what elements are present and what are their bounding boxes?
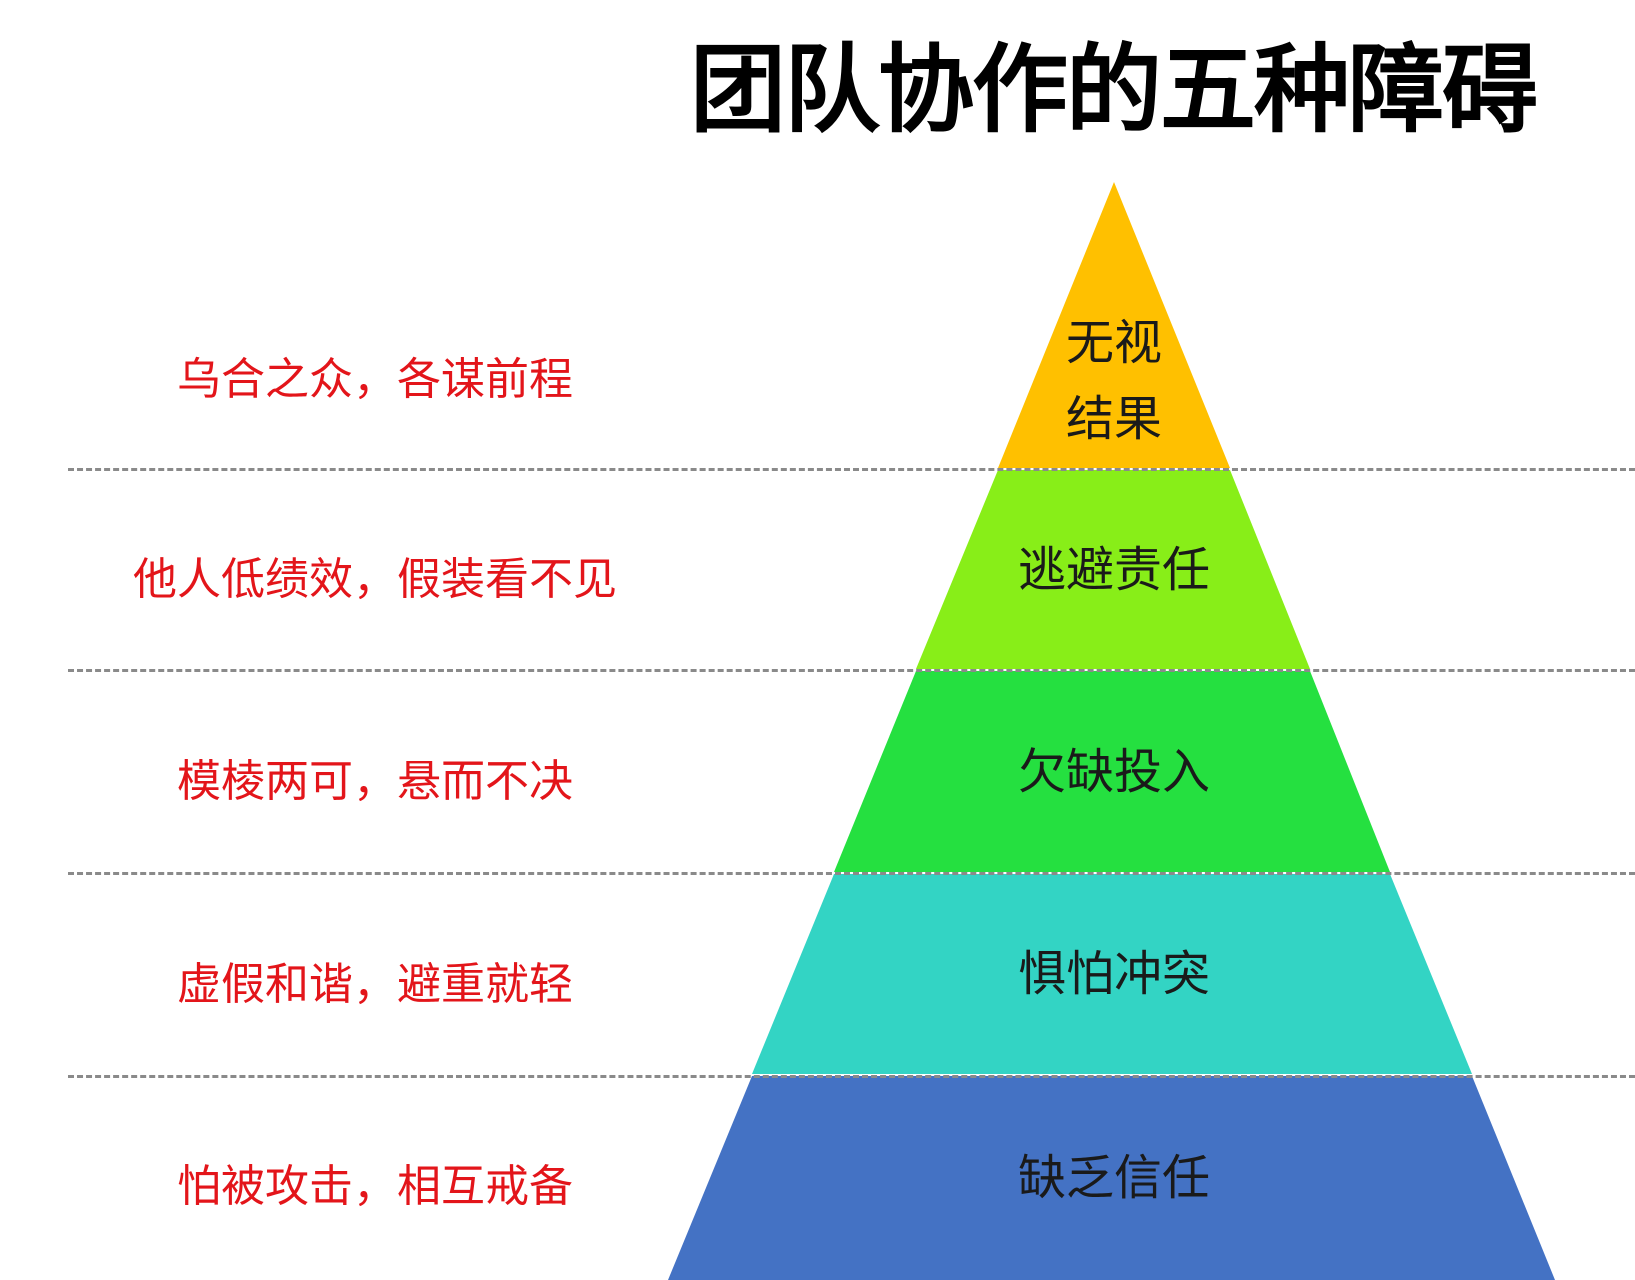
pyramid-tier-4 <box>916 470 1310 669</box>
divider-4 <box>68 1075 1635 1078</box>
tier-3-label: 欠缺投入 <box>1017 744 1210 800</box>
pyramid-tier-3 <box>834 671 1390 872</box>
description-tier-4: 他人低绩效，假装看不见 <box>133 554 617 605</box>
page-title: 团队协作的五种障碍 <box>690 34 1538 146</box>
tier-1-label: 缺乏信任 <box>1017 1150 1210 1206</box>
tier-5-label: 无视 结果 <box>964 305 1264 457</box>
description-tier-5: 乌合之众，各谋前程 <box>177 354 573 405</box>
description-tier-3: 模棱两可，悬而不决 <box>177 756 573 807</box>
pyramid-tier-5 <box>998 182 1230 468</box>
divider-2 <box>68 669 1635 672</box>
description-tier-1: 怕被攻击，相互戒备 <box>177 1161 573 1212</box>
tier-4-label: 逃避责任 <box>1017 542 1210 598</box>
pyramid-tier-1 <box>668 1076 1555 1280</box>
divider-3 <box>68 872 1635 875</box>
pyramid-tier-2 <box>752 874 1472 1074</box>
description-tier-2: 虚假和谐，避重就轻 <box>177 959 573 1010</box>
tier-2-label: 惧怕冲突 <box>1017 946 1210 1002</box>
tier-5-label-line1: 无视 <box>1065 315 1162 371</box>
tier-5-label-line2: 结果 <box>1065 391 1162 447</box>
divider-1 <box>68 468 1635 471</box>
